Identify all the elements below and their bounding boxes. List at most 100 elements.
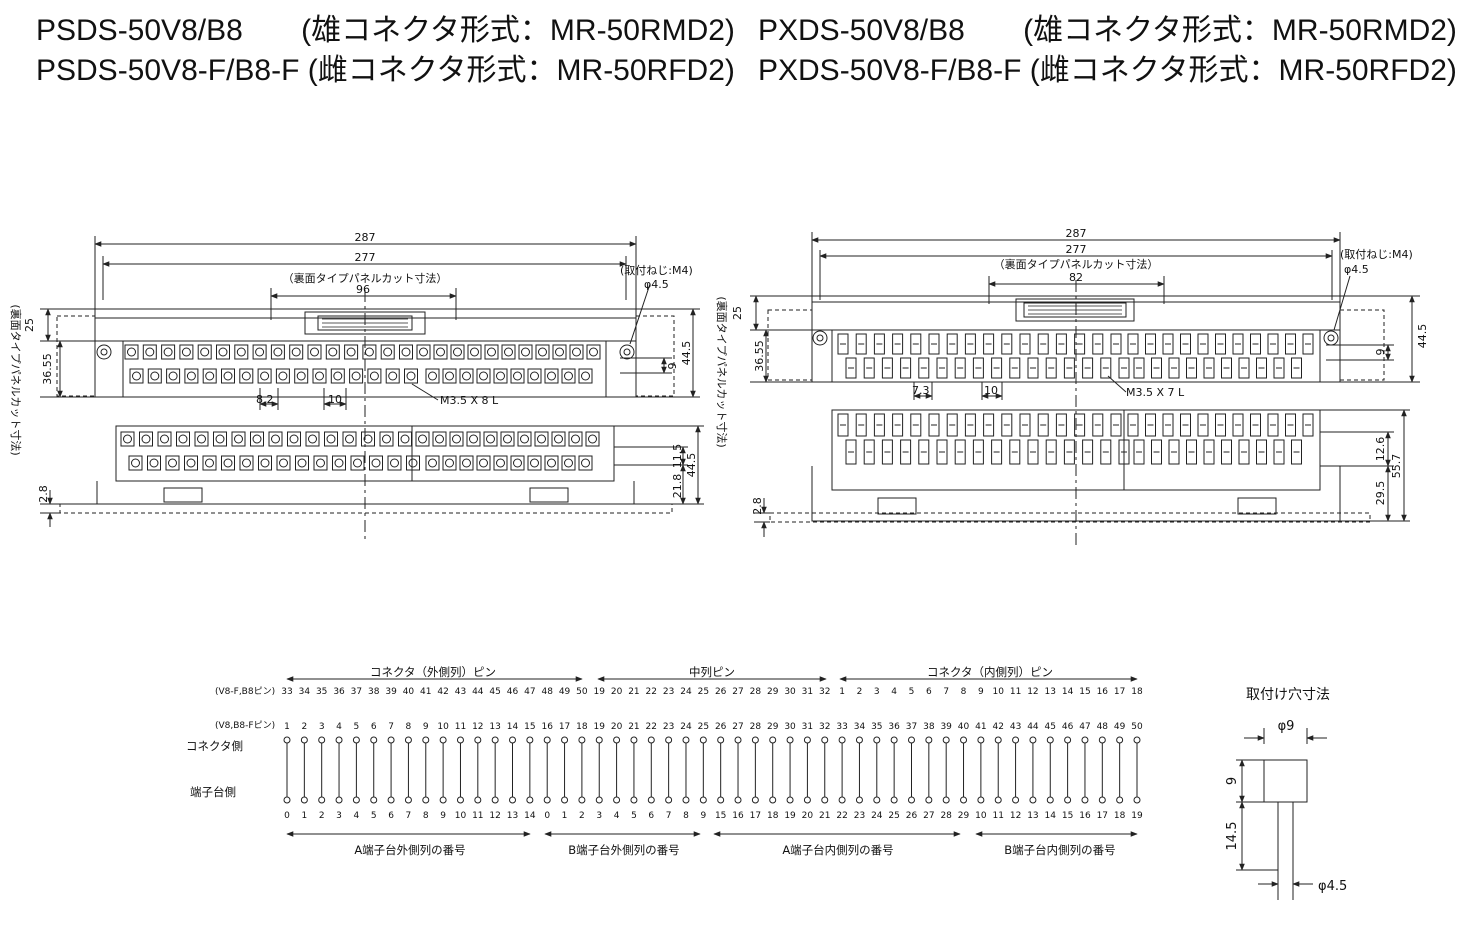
connector-pin-dot bbox=[925, 736, 933, 744]
dim-287-right: 287 bbox=[1066, 227, 1087, 240]
pin-label-row1: 37 bbox=[351, 687, 362, 697]
connector-pin-dot bbox=[491, 736, 499, 744]
right-terminal-top bbox=[1215, 333, 1226, 355]
left-terminal-bottom bbox=[404, 368, 418, 384]
title-left-1: PSDS-50V8/B8 (雄コネクタ形式：MR-50RMD2) bbox=[36, 14, 735, 47]
right-terminal-top bbox=[1092, 333, 1104, 355]
pin-label-row1: 14 bbox=[1062, 687, 1074, 697]
pin-label-row1: 8 bbox=[961, 687, 967, 697]
connector-pin-dot bbox=[578, 736, 586, 744]
connector-pin-dot bbox=[422, 736, 430, 744]
left-terminal-bottom bbox=[349, 368, 364, 384]
terminal-pin-dot bbox=[786, 796, 794, 804]
terminal-pin-dot bbox=[283, 796, 291, 804]
connector-pin-dot bbox=[595, 736, 603, 744]
right-terminal-top bbox=[1250, 333, 1261, 355]
connector-pin-dot bbox=[890, 736, 898, 744]
terminal-pin-dot bbox=[613, 796, 621, 804]
left-front-terminal bbox=[379, 431, 394, 447]
right-front-terminal bbox=[991, 439, 1003, 465]
left-front-terminal bbox=[369, 455, 383, 471]
right-terminal-bottom bbox=[900, 357, 912, 379]
right-front-terminal bbox=[1180, 413, 1191, 437]
left-terminal-top bbox=[535, 344, 550, 360]
pin-label-row1: 22 bbox=[646, 687, 657, 697]
terminal-pin-dot bbox=[942, 796, 950, 804]
left-front-terminal bbox=[128, 455, 143, 471]
pin-label-row3: 15 bbox=[715, 811, 726, 821]
left-terminal-top bbox=[344, 344, 359, 360]
left-front-terminal bbox=[425, 455, 440, 471]
dim-25: 25 bbox=[23, 318, 36, 332]
right-front-terminal bbox=[1001, 413, 1013, 437]
pin-label-row3: 21 bbox=[819, 811, 830, 821]
title-right-2: PXDS-50V8-F/B8-F (雌コネクタ形式：MR-50RFD2) bbox=[758, 54, 1457, 87]
pin-label-row1: 33 bbox=[281, 687, 292, 697]
mount-hole-diagram: 取付け穴寸法 φ9 9 14.5 φ4.5 bbox=[1225, 687, 1347, 900]
group-a-outer: A端子台外側列の番号 bbox=[354, 843, 465, 857]
pin-label-row3: 4 bbox=[614, 811, 620, 821]
terminal-pin-dot bbox=[1081, 796, 1089, 804]
right-front-terminal bbox=[1074, 413, 1086, 437]
connector-pin-dot bbox=[1064, 736, 1072, 744]
right-terminal-top bbox=[1180, 333, 1191, 355]
connector-pin-dot bbox=[335, 736, 343, 744]
mount-screw-label: (取付ねじ:M4) bbox=[620, 264, 693, 277]
pin-label-row2: 43 bbox=[1010, 722, 1021, 732]
screw-spec-right: M3.5 X 7 L bbox=[1126, 386, 1185, 399]
connector-pin-dot bbox=[769, 736, 777, 744]
left-terminal-bottom bbox=[330, 368, 345, 384]
right-terminal-top bbox=[928, 333, 940, 355]
terminal-side-label: 端子台側 bbox=[190, 785, 236, 799]
dim-9-right: 9 bbox=[1374, 349, 1387, 356]
terminal-pin-dot bbox=[699, 796, 707, 804]
pin-label-row3: 22 bbox=[836, 811, 847, 821]
right-terminal-bottom bbox=[1100, 357, 1112, 379]
terminal-pin-dot bbox=[595, 796, 603, 804]
pin-label-row2: 49 bbox=[1114, 722, 1126, 732]
header-middle-pins: 中列ピン bbox=[689, 665, 735, 679]
right-front-terminal bbox=[1127, 413, 1139, 437]
mount-hole-title: 取付け穴寸法 bbox=[1246, 687, 1330, 703]
left-front-terminal bbox=[534, 431, 549, 447]
right-terminal-top bbox=[1037, 333, 1049, 355]
left-front-terminal bbox=[442, 455, 457, 471]
right-terminal-bottom bbox=[1082, 357, 1094, 379]
connector-pin-dot bbox=[509, 736, 517, 744]
right-front-terminal bbox=[1009, 439, 1021, 465]
left-front-terminal bbox=[305, 431, 320, 447]
pin-label-row2: 36 bbox=[888, 722, 900, 732]
pin-label-row1: 26 bbox=[715, 687, 727, 697]
left-terminal-top bbox=[307, 344, 322, 360]
dim-phi45-hole: φ4.5 bbox=[1318, 879, 1347, 894]
left-terminal-top bbox=[399, 344, 413, 360]
pin-label-row1: 15 bbox=[1079, 687, 1090, 697]
pin-label-row2: 12 bbox=[472, 722, 483, 732]
left-front-terminal bbox=[147, 455, 161, 471]
pin-label-row2: 20 bbox=[611, 722, 623, 732]
terminal-pin-dot bbox=[491, 796, 499, 804]
right-terminal-top bbox=[1197, 333, 1209, 355]
pin-label-row3: 8 bbox=[423, 811, 429, 821]
pin-label-row3: 24 bbox=[871, 811, 883, 821]
pin-label-row2: 39 bbox=[940, 722, 952, 732]
left-front-terminal bbox=[551, 431, 566, 447]
right-terminal-top bbox=[1232, 333, 1244, 355]
pin-label-row2: 45 bbox=[1045, 722, 1056, 732]
right-front-terminal bbox=[928, 413, 940, 437]
left-terminal-bottom bbox=[561, 368, 576, 384]
terminal-pin-dot bbox=[890, 796, 898, 804]
pin-label-row3: 26 bbox=[906, 811, 918, 821]
right-terminal-top bbox=[983, 333, 995, 355]
left-terminal-bottom bbox=[459, 368, 474, 384]
pin-label-row2: 10 bbox=[437, 722, 449, 732]
connector-pin-dot bbox=[352, 736, 360, 744]
right-front-terminal bbox=[910, 413, 922, 437]
connector-pin-dot bbox=[370, 736, 378, 744]
left-front-terminal bbox=[120, 431, 135, 447]
